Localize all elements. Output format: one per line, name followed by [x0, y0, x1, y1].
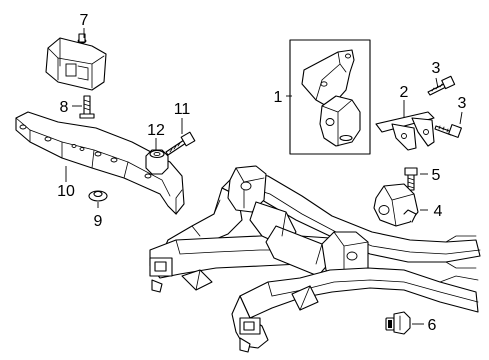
bracket-part-2	[375, 111, 435, 151]
mount-bracket-part	[301, 49, 355, 109]
callout-4: 4	[434, 203, 443, 220]
bolt-part-11	[165, 131, 196, 156]
parts-box	[289, 39, 371, 155]
callout-8: 8	[60, 99, 69, 116]
callout-11: 11	[174, 101, 191, 118]
bolt-part-3-lower	[434, 124, 462, 138]
callout-3-upper: 3	[432, 60, 441, 77]
transmission-mount-part	[45, 33, 107, 91]
bolt-part-5	[404, 167, 418, 191]
callout-labels: 1 2 3 3 4 5 6 7 8 9 10 11 12	[57, 12, 466, 334]
insulator-part-4	[373, 183, 419, 227]
pin-part-6	[385, 311, 411, 335]
frame-assembly	[149, 165, 481, 353]
crossmember-part	[15, 111, 185, 215]
callout-1: 1	[274, 89, 283, 106]
callout-5: 5	[432, 167, 441, 184]
bolt-part-3-upper	[427, 75, 456, 96]
callout-3-lower: 3	[458, 95, 467, 112]
nut-part-9	[88, 190, 108, 202]
callout-10: 10	[57, 183, 75, 200]
callout-6: 6	[428, 317, 437, 334]
bolt-part-8	[79, 95, 95, 119]
leader-lines	[65, 28, 463, 325]
callout-7: 7	[80, 12, 89, 29]
callout-9: 9	[94, 213, 103, 230]
callout-12: 12	[147, 122, 165, 139]
callout-2: 2	[400, 84, 409, 101]
insulator-part-12	[145, 149, 169, 175]
mount-insulator-part	[319, 95, 361, 147]
